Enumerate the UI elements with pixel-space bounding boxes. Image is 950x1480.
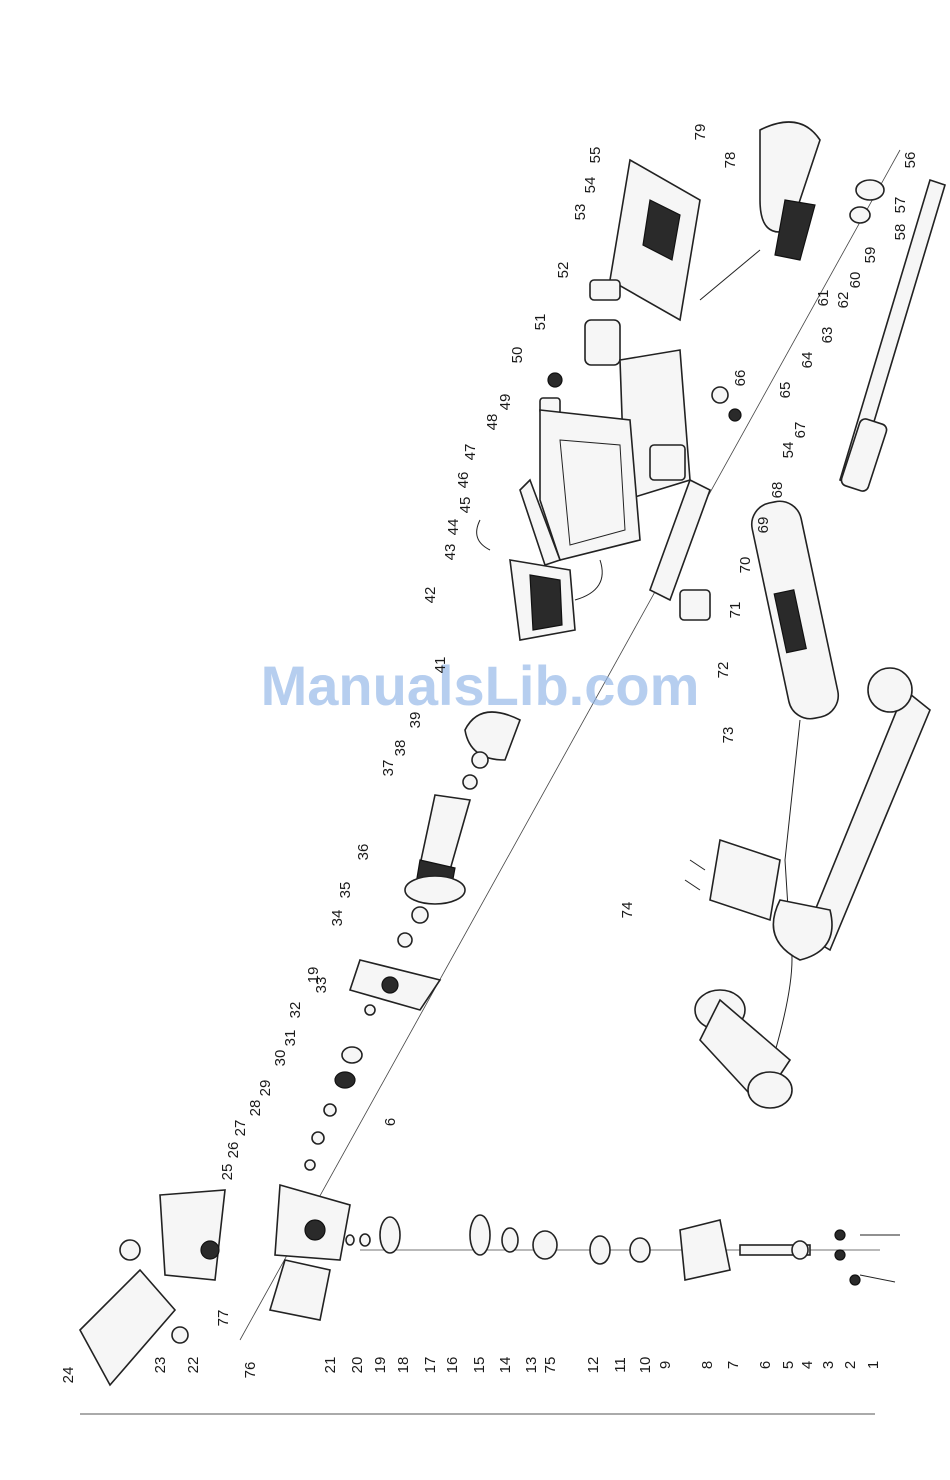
part-label-53: 53 [572, 204, 589, 221]
front-housing [270, 1185, 350, 1320]
watermark-text: ManualsLib.com [261, 654, 700, 717]
part-label-36: 36 [355, 844, 372, 861]
part-label-26: 26 [225, 1142, 242, 1159]
part-label-15: 15 [471, 1357, 488, 1374]
wheel-guard [80, 1190, 225, 1385]
part-label-77: 77 [215, 1310, 232, 1327]
part-label-76: 76 [242, 1362, 259, 1379]
part-label-37: 37 [380, 760, 397, 777]
part-label-45: 45 [457, 497, 474, 514]
part-label-33: 33 [313, 977, 330, 994]
part-label-54: 54 [582, 177, 599, 194]
part-label-61: 61 [815, 290, 832, 307]
part-label-11: 11 [612, 1357, 629, 1373]
part-label-46: 46 [455, 472, 472, 489]
part-label-27: 27 [232, 1120, 249, 1137]
part-label-17: 17 [422, 1357, 439, 1374]
part-label-23: 23 [152, 1357, 169, 1374]
part-label-50: 50 [509, 347, 526, 364]
part-label-34: 34 [329, 910, 346, 927]
part-label-3: 3 [820, 1361, 837, 1369]
part-label-12: 12 [585, 1357, 602, 1374]
part-label-47: 47 [462, 444, 479, 461]
part-label-57: 57 [892, 197, 909, 214]
part-label-20: 20 [349, 1357, 366, 1374]
part-label-64: 64 [799, 352, 816, 369]
part-label-19: 19 [372, 1357, 389, 1374]
part-label-24: 24 [60, 1367, 77, 1384]
part-label-14: 14 [497, 1357, 514, 1374]
part-label-21: 21 [322, 1357, 339, 1374]
part-label-72: 72 [715, 662, 732, 679]
part-label-73: 73 [720, 727, 737, 744]
part-label-69: 69 [755, 517, 772, 534]
part-label-60: 60 [847, 272, 864, 289]
part-label-67: 67 [792, 422, 809, 439]
part-label-32: 32 [287, 1002, 304, 1019]
part-label-71: 71 [727, 602, 744, 619]
part-label-66: 66 [732, 370, 749, 387]
part-label-44: 44 [445, 519, 462, 536]
part-label-43: 43 [442, 544, 459, 561]
armature [405, 712, 520, 904]
part-label-54: 54 [780, 442, 797, 459]
part-label-9: 9 [657, 1361, 674, 1369]
part-label-42: 42 [422, 587, 439, 604]
part-label-78: 78 [722, 152, 739, 169]
part-label-4: 4 [799, 1361, 816, 1369]
part-label-41: 41 [432, 657, 449, 674]
part-label-65: 65 [777, 382, 794, 399]
part-label-56: 56 [902, 152, 919, 169]
part-label-74: 74 [619, 902, 636, 919]
part-label-39: 39 [407, 712, 424, 729]
part-label-13: 13 [523, 1357, 540, 1374]
part-label-10: 10 [637, 1357, 654, 1374]
part-label-59: 59 [862, 247, 879, 264]
part-label-30: 30 [272, 1050, 289, 1067]
part-label-38: 38 [392, 740, 409, 757]
part-label-2: 2 [842, 1361, 859, 1369]
part-label-35: 35 [337, 882, 354, 899]
part-label-55: 55 [587, 147, 604, 164]
part-label-18: 18 [395, 1357, 412, 1374]
part-label-58: 58 [892, 224, 909, 241]
part-label-8: 8 [699, 1361, 716, 1369]
part-label-52: 52 [555, 262, 572, 279]
side-handle [695, 990, 792, 1108]
part-label-6: 6 [757, 1361, 774, 1369]
assembly-axis [240, 150, 900, 1340]
part-label-16: 16 [444, 1357, 461, 1374]
part-label-68: 68 [769, 482, 786, 499]
part-label-62: 62 [835, 292, 852, 309]
motor-housing [520, 410, 640, 565]
part-label-29: 29 [257, 1080, 274, 1097]
part-label-49: 49 [497, 394, 514, 411]
part-label-79: 79 [692, 124, 709, 141]
part-label-31: 31 [282, 1030, 299, 1047]
part-label-75: 75 [542, 1357, 559, 1374]
part-label-28: 28 [247, 1100, 264, 1117]
part-label-5: 5 [780, 1361, 797, 1369]
part-label-6: 6 [382, 1118, 399, 1126]
part-label-7: 7 [725, 1361, 742, 1369]
part-label-70: 70 [737, 557, 754, 574]
part-label-51: 51 [532, 314, 549, 331]
gear-housing [305, 907, 440, 1170]
part-label-1: 1 [865, 1361, 882, 1369]
part-label-48: 48 [484, 414, 501, 431]
part-label-25: 25 [219, 1164, 236, 1181]
part-label-63: 63 [819, 327, 836, 344]
part-label-22: 22 [185, 1357, 202, 1374]
